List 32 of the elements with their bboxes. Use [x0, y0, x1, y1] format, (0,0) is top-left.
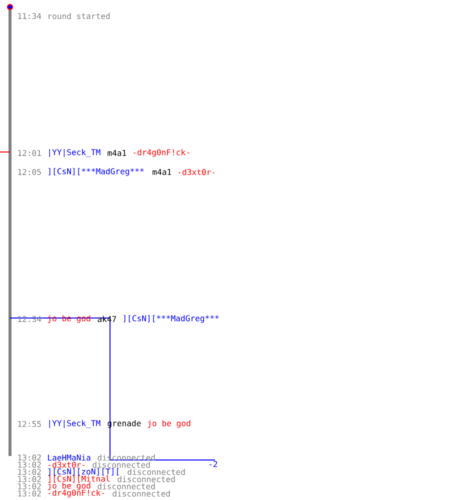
log-text: 13:02 — [18, 454, 41, 461]
log-text: round started — [48, 12, 110, 20]
log-text: disconnected — [92, 462, 150, 468]
player-name: |YY|Seck_TM — [49, 420, 100, 428]
log-text: 13:02 — [18, 476, 41, 482]
log-text: 12:01 — [18, 150, 41, 156]
player-name: jo be god — [48, 482, 90, 490]
player-name: -d3xt0r- — [178, 168, 215, 176]
log-text: disconnected — [118, 476, 175, 482]
log-text: 12:55 — [18, 420, 41, 428]
log-text: 13:02 — [18, 462, 41, 468]
player-name: ][CsN][Mitnal — [48, 475, 110, 483]
player-name: -dr4g0nF!ck- — [48, 490, 104, 498]
log-text: 13:02 — [18, 483, 41, 490]
log-text: disconnected — [112, 490, 170, 497]
player-name: |YY|Seck_TM — [49, 148, 100, 158]
log-text: 13:02 — [18, 468, 41, 475]
player-name: -dr4g0nF!ck- — [134, 149, 190, 157]
player-name: jo be god — [148, 420, 190, 428]
player-name: ][CsN][zoN][T][ — [48, 468, 119, 476]
player-name: -d3xt0r- — [48, 462, 85, 468]
log-text: disconnected — [128, 468, 185, 476]
weapon-name: m4a1 — [108, 150, 126, 156]
log-text: 12:05 — [18, 168, 41, 176]
log-text: disconnected — [98, 483, 155, 490]
score-label: -2 — [210, 461, 218, 467]
weapon-name: m4a1 — [152, 169, 172, 175]
player-name: LaeHMaNia — [48, 454, 90, 461]
player-name: ][CsN][***MadGreg*** — [48, 168, 144, 176]
player-name: ][CsN][***MadGreg*** — [124, 315, 219, 323]
log-text: 11:34 — [18, 12, 42, 20]
log-text: 13:02 — [18, 490, 41, 497]
